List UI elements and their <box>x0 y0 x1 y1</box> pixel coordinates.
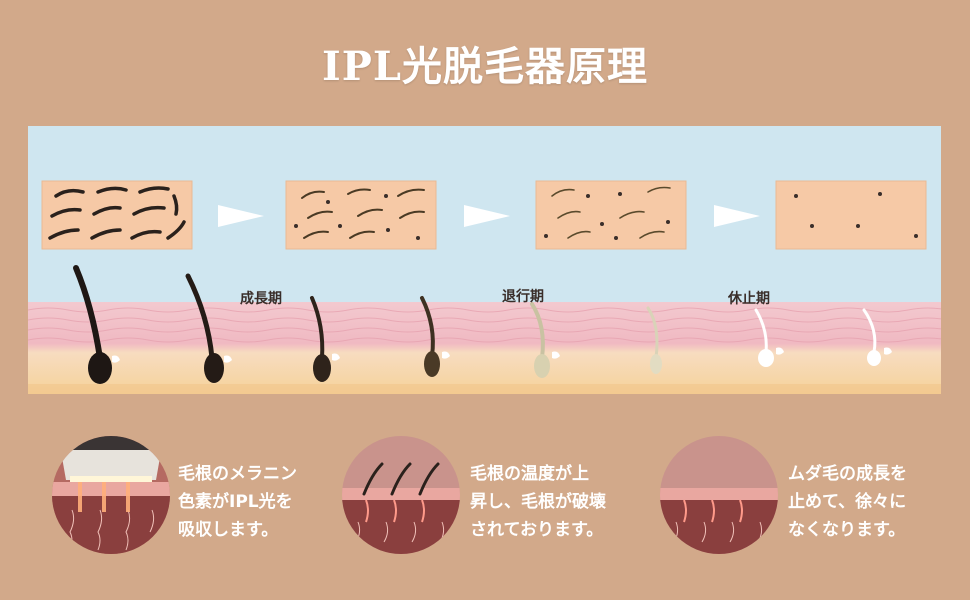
skin-box-3 <box>535 180 687 250</box>
skin-box-1 <box>41 180 193 250</box>
step-1: 毛根のメラニン 色素がIPL光を 吸収します。 <box>52 436 352 556</box>
hair-follicles <box>73 265 892 384</box>
step-3: ムダ毛の成長を 止めて、徐々に なくなります。 <box>660 436 960 556</box>
stage-label-anagen: 成長期 <box>240 291 282 307</box>
step-1-text: 毛根のメラニン 色素がIPL光を 吸収します。 <box>178 464 297 540</box>
hair-cycle-diagram: 成長期 退行期 休止期 <box>28 126 941 394</box>
arrow-right-icon <box>218 205 264 227</box>
stage-label-telogen: 休止期 <box>728 291 770 307</box>
skin-layer <box>28 302 941 394</box>
step-2-text: 毛根の温度が上 昇し、毛根が破壊 されております。 <box>470 464 606 540</box>
step-3-text: ムダ毛の成長を 止めて、徐々に なくなります。 <box>788 464 907 540</box>
arrow-right-icon <box>714 205 760 227</box>
stage-label-catagen: 退行期 <box>502 289 544 305</box>
step-3-image <box>660 436 778 554</box>
page-title: IPL光脱毛器原理 <box>322 43 648 90</box>
arrow-right-icon <box>464 205 510 227</box>
ipl-device-icon <box>60 436 162 482</box>
hair-cycle-illustration <box>28 180 941 394</box>
step-2-image <box>342 436 460 554</box>
skin-box-2 <box>285 180 437 250</box>
skin-box-4 <box>775 180 927 250</box>
step-1-image <box>52 436 170 554</box>
step-2: 毛根の温度が上 昇し、毛根が破壊 されております。 <box>342 436 642 556</box>
